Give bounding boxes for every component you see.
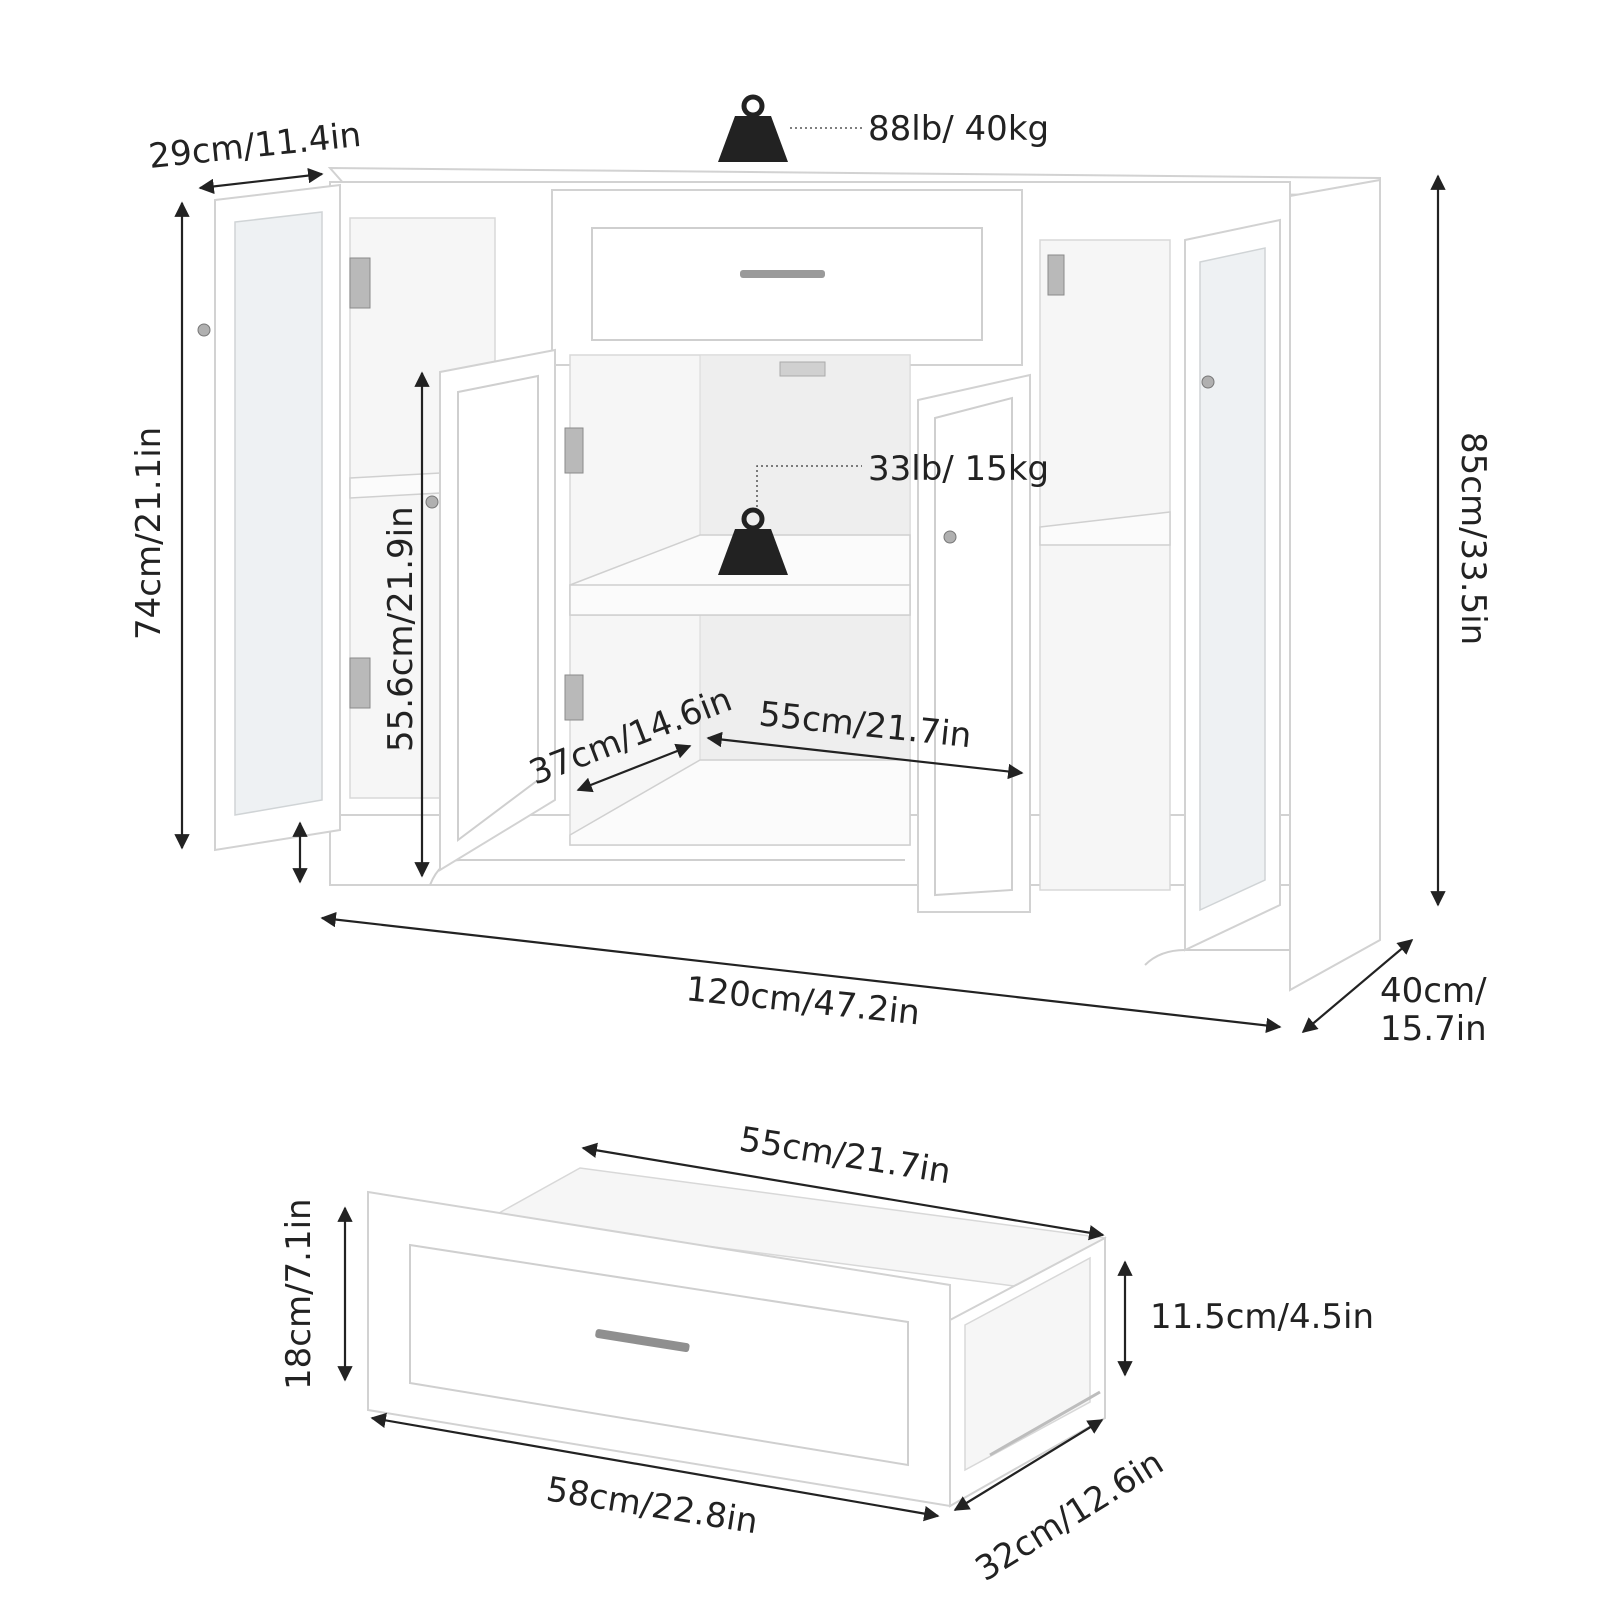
total-depth-label-line2: 15.7in bbox=[1380, 1009, 1487, 1049]
sideboard-cabinet-illustration bbox=[197, 166, 1381, 992]
drawer-front-height-label: 18cm/7.1in bbox=[279, 1198, 319, 1390]
top-load-label: 88lb/ 40kg bbox=[868, 109, 1049, 149]
hinge-icon bbox=[349, 257, 371, 309]
hinge-icon bbox=[1047, 254, 1065, 296]
arrow-icon bbox=[1301, 939, 1414, 1033]
hinge-icon bbox=[349, 657, 371, 709]
center-height-label: 55.6cm/21.9in bbox=[381, 506, 421, 752]
hinge-icon bbox=[564, 674, 584, 721]
drawer-inner-width-label: 55cm/21.7in bbox=[737, 1119, 954, 1192]
arrow-icon bbox=[576, 743, 692, 793]
drawer-inner-height-label: 11.5cm/4.5in bbox=[1150, 1297, 1374, 1337]
door-knob-icon bbox=[1201, 375, 1215, 389]
arrow-icon bbox=[581, 1142, 1105, 1241]
inner-height-label: 74cm/21.1in bbox=[129, 427, 169, 640]
door-knob-icon bbox=[943, 530, 957, 544]
total-depth-label-line1: 40cm/ bbox=[1380, 971, 1487, 1011]
drawer-handle bbox=[740, 270, 825, 278]
weight-icon bbox=[718, 94, 788, 162]
drawer-illustration bbox=[367, 1167, 1107, 1508]
arrow-icon bbox=[706, 731, 1024, 780]
shelf-load-label: 33lb/ 15kg bbox=[868, 449, 1049, 489]
arrow-icon bbox=[370, 1412, 940, 1522]
total-width-label: 120cm/47.2in bbox=[684, 969, 922, 1033]
door-knob-icon bbox=[425, 495, 439, 509]
leader-line bbox=[756, 465, 862, 507]
total-height-label: 85cm/33.5in bbox=[1453, 432, 1493, 645]
drawer-handle bbox=[595, 1329, 690, 1353]
arrow-icon bbox=[953, 1419, 1104, 1511]
arrow-icon bbox=[320, 911, 1282, 1034]
arrow-icon bbox=[198, 167, 324, 195]
hinge-icon bbox=[564, 427, 584, 474]
door-knob-icon bbox=[197, 323, 211, 337]
weight-icon bbox=[718, 507, 788, 575]
